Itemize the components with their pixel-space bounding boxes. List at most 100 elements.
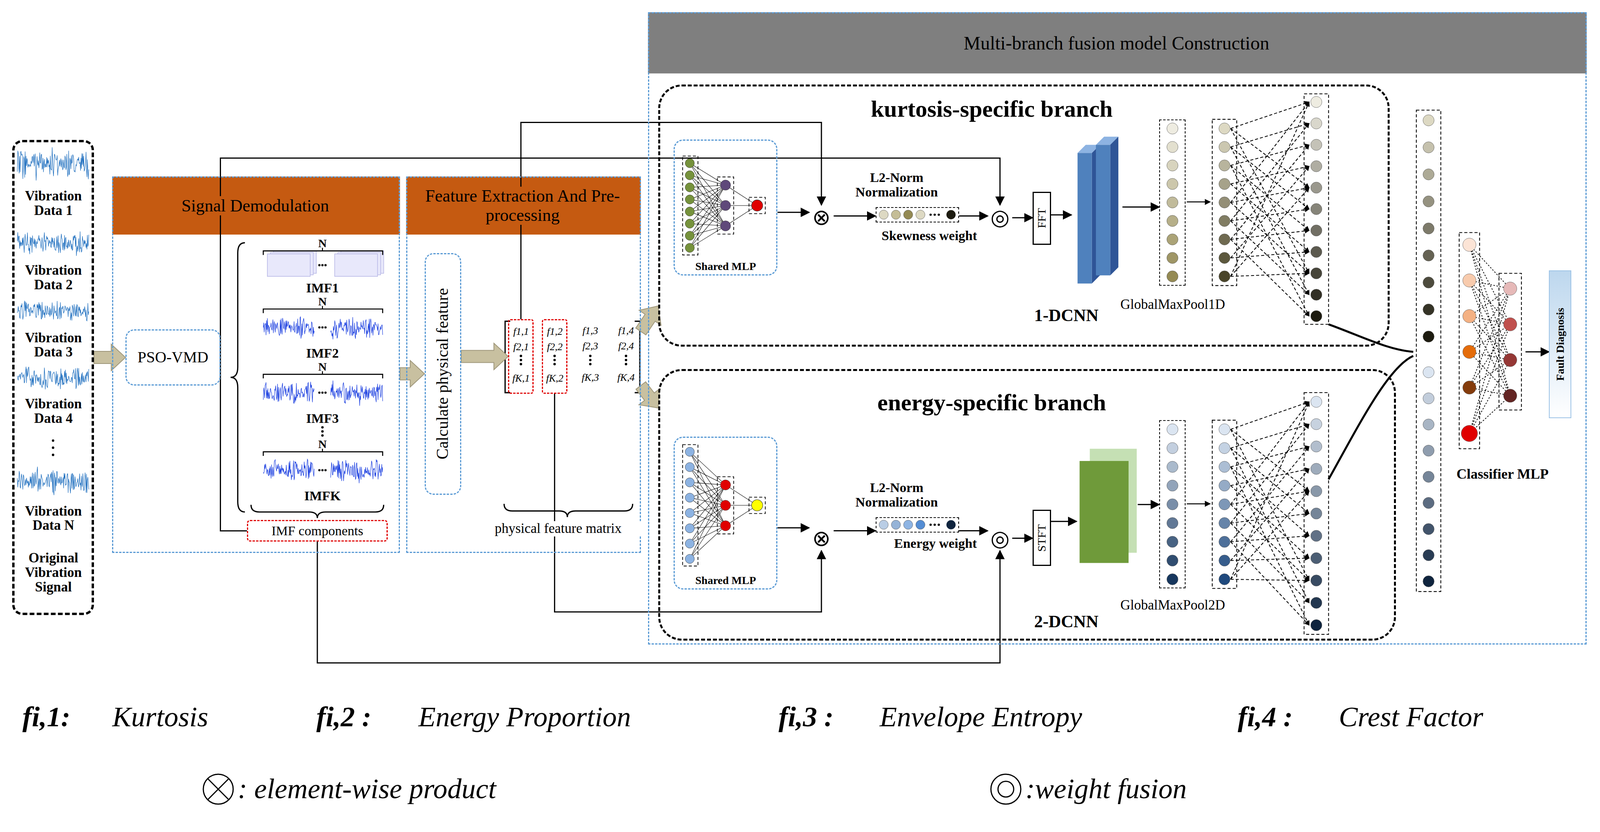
conv-layer xyxy=(1095,144,1111,276)
mlp-link xyxy=(1469,324,1511,434)
neuron xyxy=(1310,182,1322,194)
neuron xyxy=(1166,480,1179,492)
node-label: f1,1 xyxy=(509,326,533,337)
component-label: IMF3 xyxy=(291,411,354,426)
mlp-link xyxy=(1469,316,1511,396)
branch-box: Shared MLP⊗L2-Norm NormalizationEnergy w… xyxy=(658,369,1396,641)
ellipsis-dot xyxy=(624,362,628,366)
dense-link xyxy=(1230,579,1310,581)
mlp-link xyxy=(689,452,726,486)
dense-link xyxy=(1230,252,1310,258)
weight-dot xyxy=(879,210,889,220)
dense-link xyxy=(1230,401,1310,580)
layer-frame xyxy=(682,156,698,256)
neuron xyxy=(685,493,695,503)
operator-glyph: ◎ xyxy=(990,527,1010,550)
mlp-link xyxy=(1469,244,1511,361)
dense-link xyxy=(1230,187,1310,277)
neuron xyxy=(1423,250,1435,262)
matrix-cell: f1,3 xyxy=(577,325,604,337)
mlp-link xyxy=(689,226,726,249)
key-label: fi,2 : xyxy=(316,701,414,733)
group-box: IMF components xyxy=(246,520,388,542)
neuron xyxy=(1310,575,1322,587)
neuron xyxy=(1310,530,1322,542)
flow-arrow xyxy=(777,527,809,529)
legend-text: : element-wise product xyxy=(237,773,497,806)
neuron xyxy=(685,524,695,534)
neuron xyxy=(1423,419,1435,431)
dense-link xyxy=(1230,123,1310,221)
dense-link xyxy=(1230,429,1310,582)
matrix-cell: fK,4 xyxy=(613,372,639,384)
neuron xyxy=(1218,160,1231,172)
neuron xyxy=(1166,160,1179,172)
neuron xyxy=(1310,508,1322,520)
ellipsis-dot xyxy=(553,359,556,362)
dense-link xyxy=(1230,448,1310,604)
node-label: Vibration Data 3 xyxy=(14,331,93,361)
legend-item: : element-wise product xyxy=(200,771,497,808)
neuron xyxy=(1503,389,1518,403)
operator-symbol: ⊗ xyxy=(809,205,834,230)
component-label: N xyxy=(301,294,343,308)
mlp-link xyxy=(689,185,726,188)
mlp-box: Shared MLP xyxy=(673,139,778,276)
ellipsis-dot xyxy=(318,264,321,267)
component-label: N xyxy=(301,236,343,250)
legend-text: :weight fusion xyxy=(1025,773,1187,806)
neuron xyxy=(685,219,695,229)
ellipsis-dot xyxy=(519,355,523,358)
mlp-link xyxy=(689,199,726,227)
layer-frame xyxy=(682,444,698,567)
neuron xyxy=(685,447,695,457)
neuron xyxy=(1166,270,1179,283)
weight-dot xyxy=(903,520,913,530)
mlp-link xyxy=(1469,244,1511,325)
neuron xyxy=(1310,117,1322,130)
node-label: Signal Demodulation xyxy=(113,196,397,216)
ellipsis-dot xyxy=(553,362,556,366)
dense-link xyxy=(1230,469,1310,561)
mlp-link xyxy=(689,467,726,506)
node-label: Vibration Data 2 xyxy=(14,263,93,293)
conv-layer xyxy=(1110,136,1119,276)
neuron xyxy=(1310,139,1322,151)
dense-link xyxy=(1230,401,1310,505)
signal-trace xyxy=(330,317,383,340)
node-label: STFT xyxy=(1035,512,1049,564)
dense-link xyxy=(1230,424,1310,524)
neuron xyxy=(1218,197,1231,209)
dense-link xyxy=(1230,102,1310,129)
weight-dot xyxy=(879,520,889,530)
neuron xyxy=(1423,141,1435,154)
neuron xyxy=(685,462,695,472)
process-box: PSO-VMD xyxy=(125,329,221,386)
mlp-link xyxy=(689,526,726,529)
node-label: Skewness weight xyxy=(876,228,983,244)
dense-link xyxy=(1230,230,1310,240)
neuron xyxy=(1461,425,1478,442)
neuron xyxy=(1218,178,1231,190)
neuron xyxy=(751,200,763,212)
neuron xyxy=(1166,123,1179,135)
ellipsis-dot xyxy=(321,434,324,437)
block-arrow xyxy=(399,360,425,387)
brace xyxy=(504,504,633,518)
ellipsis-dot xyxy=(519,362,523,366)
brace xyxy=(250,505,384,519)
weight-dot xyxy=(903,210,913,220)
neuron xyxy=(1166,442,1179,455)
node-label: PSO-VMD xyxy=(137,348,209,367)
dense-link xyxy=(1230,273,1310,277)
neuron xyxy=(1310,441,1322,453)
node-label: GlobalMaxPool1D xyxy=(1103,296,1242,313)
mlp-link xyxy=(689,185,726,236)
mlp-link xyxy=(689,485,726,560)
conv-layer xyxy=(1079,461,1129,564)
layer-frame xyxy=(749,497,766,514)
neuron xyxy=(1423,523,1435,536)
ellipsis-dot xyxy=(51,453,55,457)
signal-trace xyxy=(330,459,383,484)
weight-vector: L2-Norm NormalizationEnergy weight xyxy=(875,517,960,533)
